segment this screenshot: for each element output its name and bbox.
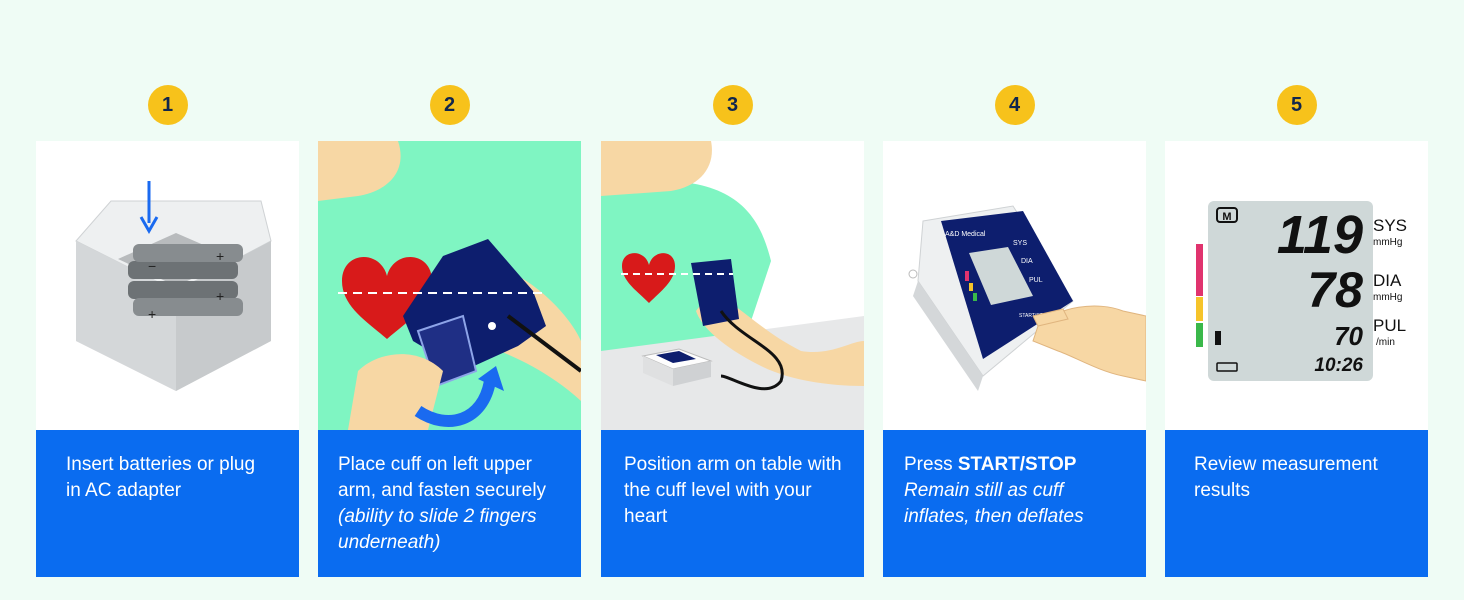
step-1-illustration: − + + + [36, 141, 299, 430]
device-dia-label: DIA [1021, 258, 1033, 265]
step-1: 1 − + + + Insert batteries or plug in AC… [36, 0, 299, 600]
dia-label: DIA [1373, 271, 1402, 290]
device-pul-label: PUL [1029, 277, 1043, 284]
arm-position-icon [601, 141, 864, 430]
svg-text:−: − [148, 258, 156, 274]
battery-icon [1216, 362, 1238, 372]
step-3-number-badge: 3 [712, 85, 753, 125]
pul-label: PUL [1373, 316, 1406, 335]
step-3-caption-text: Position arm on table with the cuff leve… [624, 454, 842, 527]
step-4-number-badge: 4 [994, 85, 1035, 125]
svg-text:+: + [216, 248, 224, 264]
step-5-number-badge: 5 [1276, 85, 1317, 125]
svg-text:+: + [148, 306, 156, 322]
step-2-caption-note: (ability to slide 2 fingers underneath) [338, 506, 537, 553]
sys-unit: mmHg [1373, 237, 1402, 248]
monitor-press-button-icon: A&D Medical SYS DIA PUL START/STOP [908, 205, 1146, 391]
step-1-caption-text: Insert batteries or plug in AC adapter [66, 454, 256, 501]
time-display: 10:26 [1314, 355, 1363, 376]
step-3: 3 Position arm on table with the cuff le… [601, 0, 864, 600]
memory-icon [1216, 207, 1238, 223]
memory-label: M [1222, 211, 1231, 223]
step-2: 2 Place cuff on left upper arm, and fast… [318, 0, 581, 600]
step-4: 4 A&D Medical SYS DIA PUL START/STOP Pre… [883, 0, 1146, 600]
start-stop-label: START/STOP [957, 454, 1077, 475]
step-5: 5 M 119 SYS mmHg 78 DIA mmHg 70 PUL /min… [1165, 0, 1428, 600]
dia-value: 78 [1307, 262, 1363, 318]
sys-value: 119 [1277, 205, 1363, 265]
heart-icon [622, 253, 675, 303]
step-4-caption-prefix: Press [904, 454, 958, 475]
step-3-illustration [601, 141, 864, 430]
lcd-display: M 119 SYS mmHg 78 DIA mmHg 70 PUL /min 1… [1196, 201, 1407, 381]
step-5-illustration: M 119 SYS mmHg 78 DIA mmHg 70 PUL /min 1… [1165, 141, 1428, 430]
step-4-caption: Press START/STOP Remain still as cuff in… [883, 430, 1146, 577]
step-4-caption-note: Remain still as cuff inflates, then defl… [904, 480, 1084, 527]
step-1-caption: Insert batteries or plug in AC adapter [36, 430, 299, 577]
step-2-number-badge: 2 [429, 85, 470, 125]
device-sys-label: SYS [1013, 240, 1027, 247]
svg-text:+: + [216, 288, 224, 304]
sys-label: SYS [1373, 216, 1407, 235]
step-2-caption: Place cuff on left upper arm, and fasten… [318, 430, 581, 577]
rotate-arrow-icon [414, 379, 496, 427]
step-2-illustration [318, 141, 581, 430]
step-4-illustration: A&D Medical SYS DIA PUL START/STOP [883, 141, 1146, 430]
device-brand-label: A&D Medical [945, 231, 986, 238]
battery-insert-icon: − + + + [75, 181, 272, 391]
step-5-caption-text: Review measurement results [1194, 454, 1378, 501]
dia-unit: mmHg [1373, 292, 1402, 303]
step-3-caption: Position arm on table with the cuff leve… [601, 430, 864, 577]
step-5-caption: Review measurement results [1165, 430, 1428, 577]
pul-value: 70 [1334, 321, 1363, 351]
step-1-number-badge: 1 [147, 85, 188, 125]
cuff-placement-icon [318, 141, 581, 430]
step-2-caption-text: Place cuff on left upper arm, and fasten… [338, 454, 547, 501]
pul-unit: /min [1376, 337, 1395, 348]
